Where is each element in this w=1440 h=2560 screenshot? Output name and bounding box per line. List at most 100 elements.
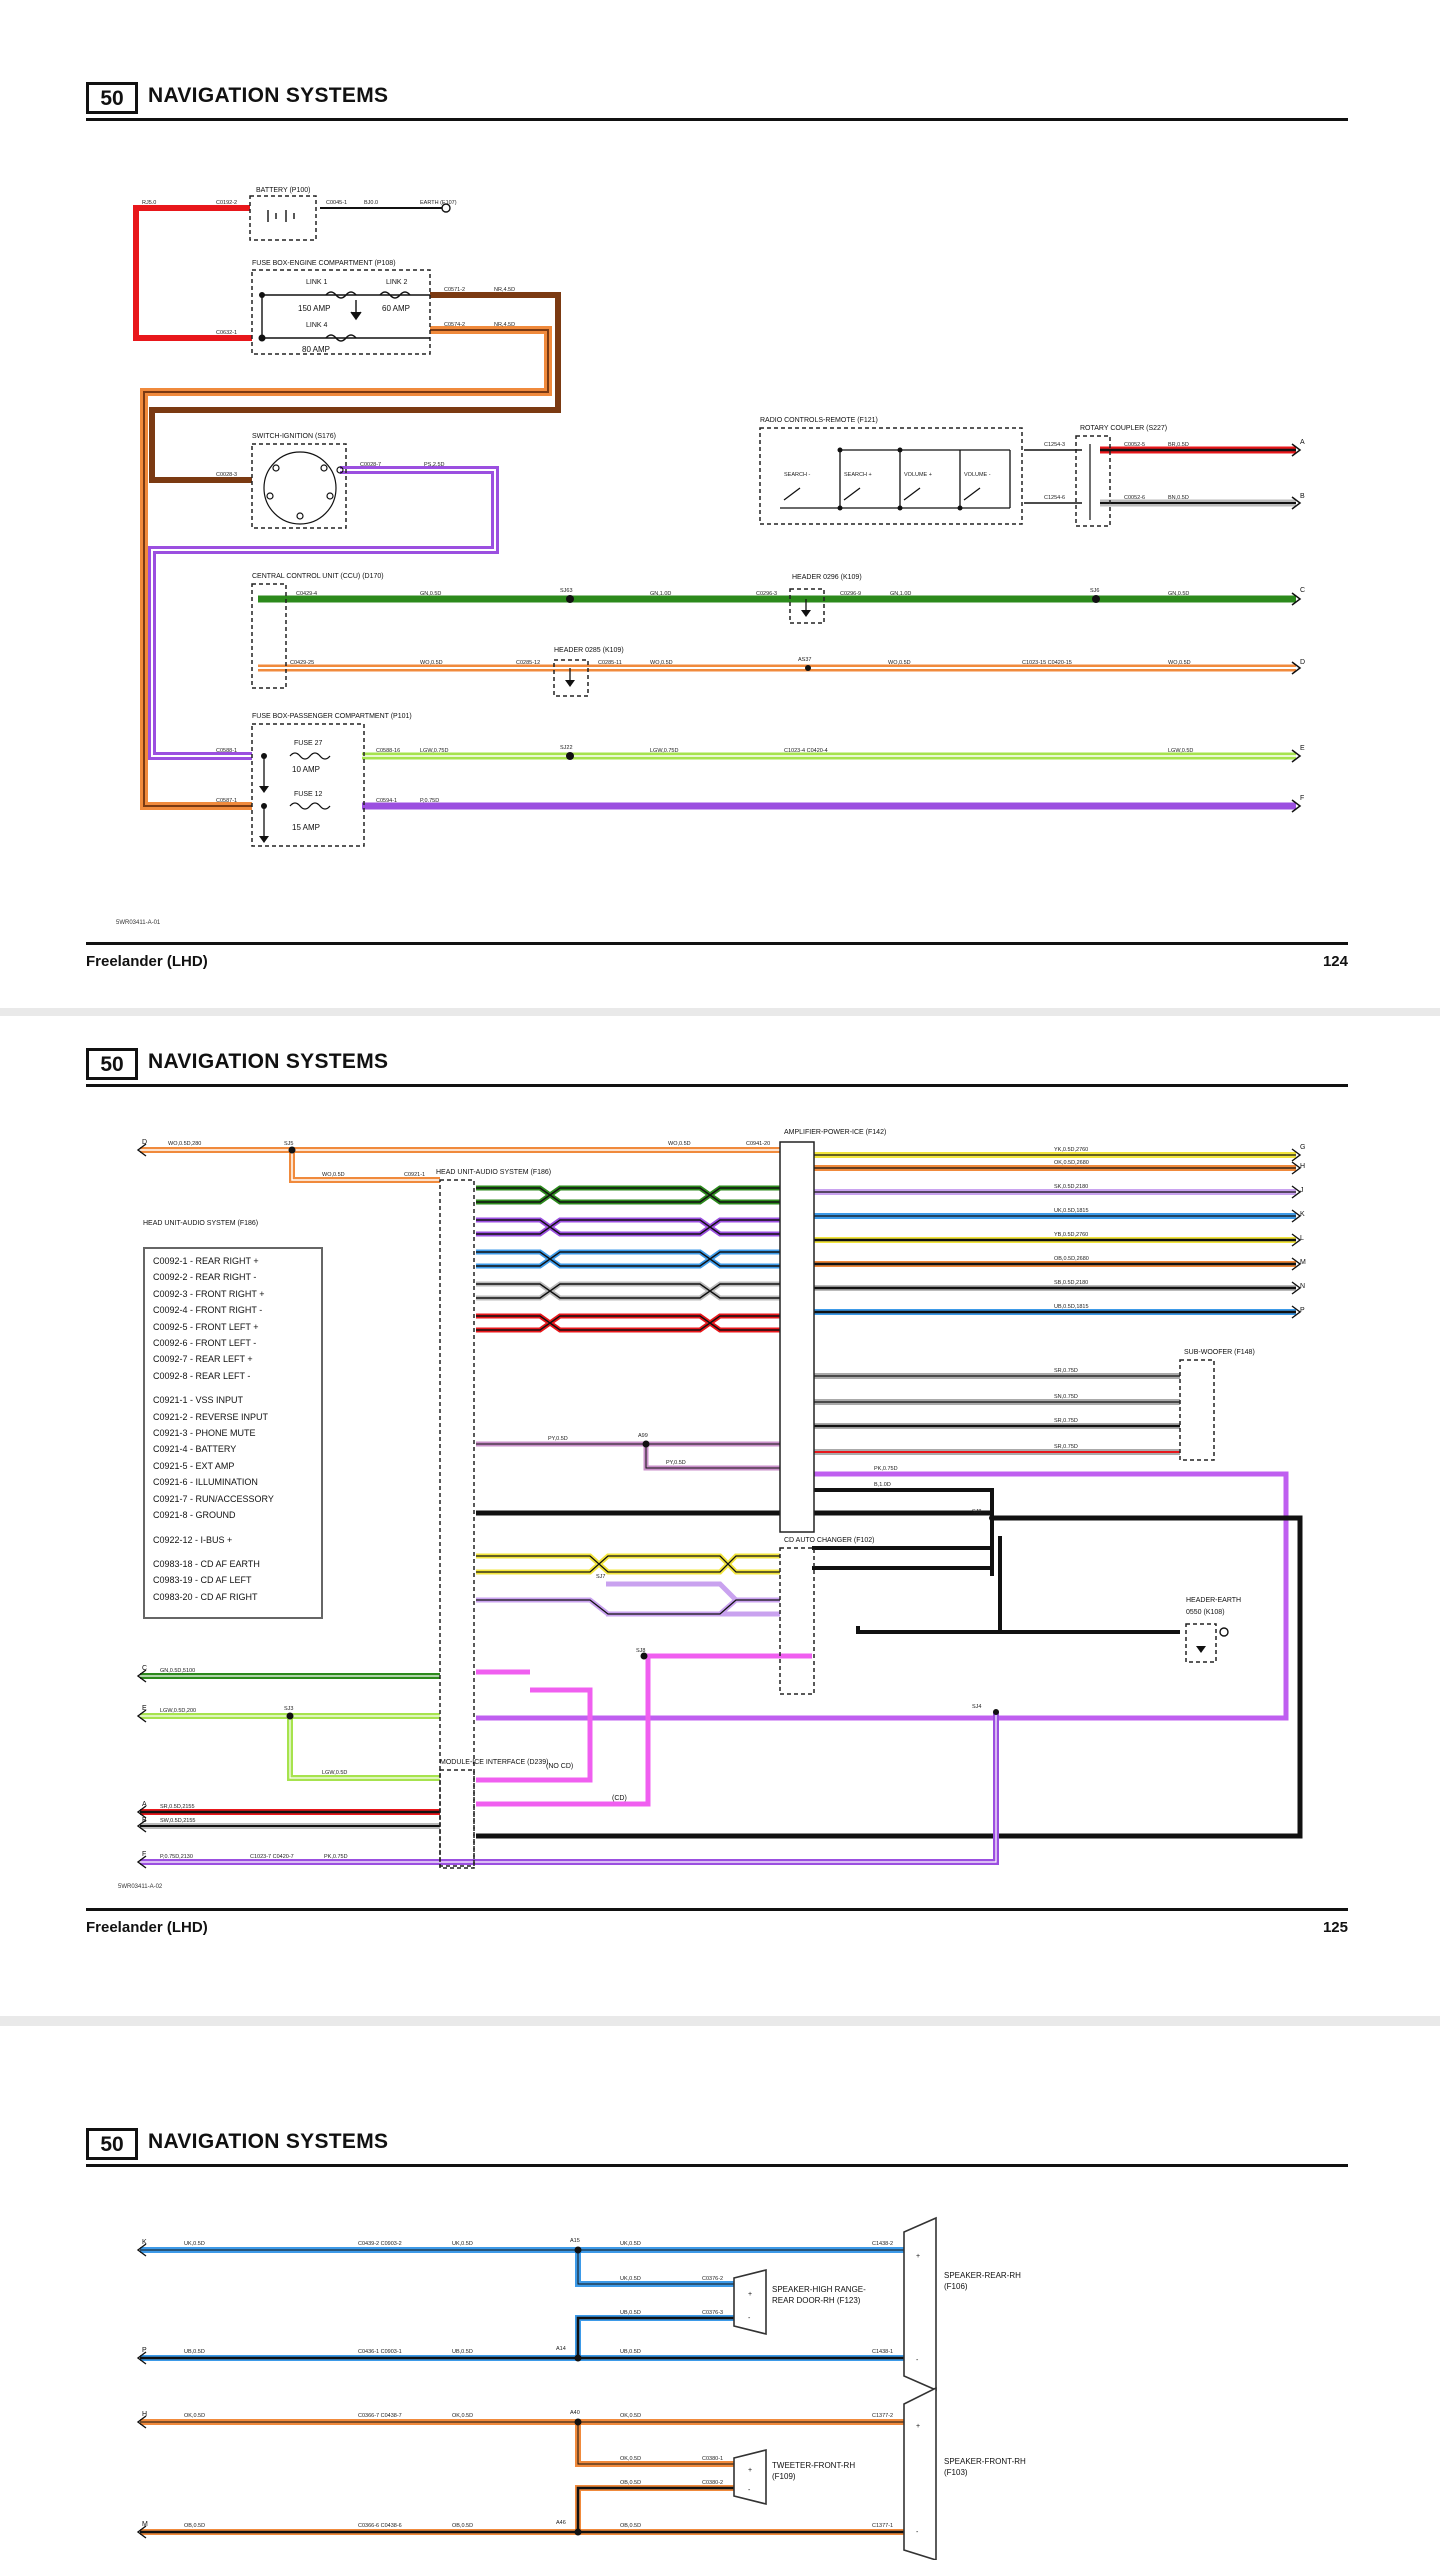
legend-item: C0092-7 - REAR LEFT + xyxy=(153,1354,253,1365)
ccu-label: CENTRAL CONTROL UNIT (CCU) (D170) xyxy=(252,573,384,580)
figure-id: 5WR03411-A-01 xyxy=(116,920,161,926)
svg-text:OK,0.5D,2680: OK,0.5D,2680 xyxy=(1054,1160,1089,1166)
battery-label: BATTERY (P100) xyxy=(256,187,310,194)
legend-item: C0921-7 - RUN/ACCESSORY xyxy=(153,1493,274,1504)
svg-text:OK,0.5D: OK,0.5D xyxy=(184,2413,205,2419)
rotary-box xyxy=(1075,435,1111,527)
battery-box xyxy=(249,195,317,241)
svg-text:C1023-7 C0420-7: C1023-7 C0420-7 xyxy=(250,1854,294,1860)
model-name: Freelander (LHD) xyxy=(86,953,208,970)
svg-text:LGW,0.75D: LGW,0.75D xyxy=(420,748,448,754)
svg-text:AMPLIFIER-POWER-ICE (F142): AMPLIFIER-POWER-ICE (F142) xyxy=(784,1129,886,1136)
svg-text:VOLUME -: VOLUME - xyxy=(964,472,991,478)
svg-text:FUSE 27: FUSE 27 xyxy=(294,740,323,747)
svg-text:UK,0.5D,1815: UK,0.5D,1815 xyxy=(1054,1208,1089,1214)
svg-text:C0296-3: C0296-3 xyxy=(756,591,777,597)
svg-text:YK,0.5D,2760: YK,0.5D,2760 xyxy=(1054,1147,1088,1153)
svg-text:FUSE 12: FUSE 12 xyxy=(294,791,323,798)
svg-text:A40: A40 xyxy=(570,2410,580,2416)
ccu-box xyxy=(251,583,287,689)
svg-text:A14: A14 xyxy=(556,2346,566,2352)
svg-text:K: K xyxy=(142,2239,147,2246)
svg-text:WO,0.5D: WO,0.5D xyxy=(1168,660,1191,666)
svg-text:C0045-1: C0045-1 xyxy=(326,200,347,206)
svg-text:SJ3: SJ3 xyxy=(284,1706,293,1712)
spk-rear-rh-label: SPEAKER-REAR-RH (F106) xyxy=(944,2271,1021,2291)
speaker-rear-rh-icon xyxy=(903,2216,937,2392)
svg-text:C1377-2: C1377-2 xyxy=(872,2413,893,2419)
legend-item: C0921-3 - PHONE MUTE xyxy=(153,1428,256,1439)
fuse-pass-label: FUSE BOX-PASSENGER COMPARTMENT (P101) xyxy=(252,713,412,720)
svg-text:-: - xyxy=(748,2315,751,2322)
svg-text:SJ22: SJ22 xyxy=(560,745,573,751)
legend-item: C0921-1 - VSS INPUT xyxy=(153,1395,244,1406)
svg-text:SJ5: SJ5 xyxy=(284,1141,293,1147)
svg-text:P: P xyxy=(142,2347,147,2354)
svg-text:P,0.75D,2130: P,0.75D,2130 xyxy=(160,1854,193,1860)
svg-text:WO,0.5D: WO,0.5D xyxy=(420,660,443,666)
svg-text:+: + xyxy=(748,2467,752,2474)
svg-text:LGW,0.5D,200: LGW,0.5D,200 xyxy=(160,1708,196,1714)
legend-item: C0092-8 - REAR LEFT - xyxy=(153,1370,251,1381)
svg-text:UB,0.5D: UB,0.5D xyxy=(184,2349,205,2355)
svg-text:OB,0.5D,2680: OB,0.5D,2680 xyxy=(1054,1256,1089,1262)
svg-text:C0285-12: C0285-12 xyxy=(516,660,540,666)
svg-text:WO,0.5D: WO,0.5D xyxy=(322,1172,345,1178)
radio-remote-label: RADIO CONTROLS-REMOTE (F121) xyxy=(760,417,878,424)
svg-text:WO,0.5D: WO,0.5D xyxy=(668,1141,691,1147)
svg-text:SJ7: SJ7 xyxy=(596,1574,605,1580)
svg-text:-: - xyxy=(916,2357,919,2364)
svg-text:150 AMP: 150 AMP xyxy=(298,304,330,313)
module-ice-box xyxy=(439,1769,475,1867)
svg-text:K: K xyxy=(1300,1211,1305,1218)
svg-text:C0594-1: C0594-1 xyxy=(376,798,397,804)
header-earth-box xyxy=(1185,1623,1217,1663)
svg-text:CD AUTO CHANGER (F102): CD AUTO CHANGER (F102) xyxy=(784,1537,875,1544)
legend-title: HEAD UNIT-AUDIO SYSTEM (F186) xyxy=(143,1220,259,1227)
svg-text:SJ6: SJ6 xyxy=(1090,588,1099,594)
svg-text:UK,0.5D: UK,0.5D xyxy=(184,2241,205,2247)
svg-text:UB,0.5D: UB,0.5D xyxy=(452,2349,473,2355)
svg-text:PK,0.75D: PK,0.75D xyxy=(324,1854,348,1860)
legend-item: C0983-19 - CD AF LEFT xyxy=(153,1575,252,1586)
svg-text:C1438-2: C1438-2 xyxy=(872,2241,893,2247)
svg-text:UK,0.5D: UK,0.5D xyxy=(620,2276,641,2282)
legend-item: C0092-6 - FRONT LEFT - xyxy=(153,1338,257,1349)
svg-text:10 AMP: 10 AMP xyxy=(292,765,320,774)
svg-text:C0587-1: C0587-1 xyxy=(216,798,237,804)
svg-text:C1254-6: C1254-6 xyxy=(1044,495,1065,501)
svg-text:LGW,0.75D: LGW,0.75D xyxy=(650,748,678,754)
legend-item: C0092-3 - FRONT RIGHT + xyxy=(153,1288,265,1299)
svg-text:LINK 2: LINK 2 xyxy=(386,279,408,286)
svg-text:F: F xyxy=(142,1851,146,1858)
wire-brown-orange xyxy=(140,326,552,810)
svg-text:BJ0.0: BJ0.0 xyxy=(364,200,378,206)
svg-text:WO,0.5D,280: WO,0.5D,280 xyxy=(168,1141,201,1147)
section-header: 50 NAVIGATION SYSTEMS xyxy=(86,1048,1348,1087)
fuse-engine-label: FUSE BOX-ENGINE COMPARTMENT (P108) xyxy=(252,260,396,267)
svg-text:P: P xyxy=(1300,1307,1305,1314)
svg-text:SEARCH +: SEARCH + xyxy=(844,472,872,478)
svg-text:YB,0.5D,2760: YB,0.5D,2760 xyxy=(1054,1232,1088,1238)
svg-text:RJ5.0: RJ5.0 xyxy=(142,200,156,206)
page-125: 50 NAVIGATION SYSTEMS xyxy=(0,1016,1440,2016)
section-header: 50 NAVIGATION SYSTEMS xyxy=(86,2128,1348,2167)
svg-text:LINK 4: LINK 4 xyxy=(306,322,328,329)
fuse-engine-box xyxy=(251,269,431,355)
page-number: 125 xyxy=(1322,1919,1348,1936)
subwoofer-box xyxy=(1179,1359,1215,1461)
legend-item: C0921-8 - GROUND xyxy=(153,1510,236,1521)
svg-text:PY,0.5D: PY,0.5D xyxy=(666,1460,686,1466)
svg-text:EARTH (E107): EARTH (E107) xyxy=(420,200,457,206)
amplifier-box xyxy=(779,1141,815,1533)
svg-text:SR,0.75D: SR,0.75D xyxy=(1054,1368,1078,1374)
spk-high-rear-label: SPEAKER-HIGH RANGE-REAR DOOR-RH (F123) xyxy=(772,2285,866,2305)
svg-text:+: + xyxy=(748,2291,752,2298)
svg-text:BN,0.5D: BN,0.5D xyxy=(1168,495,1189,501)
svg-text:BR,0.5D: BR,0.5D xyxy=(1168,442,1189,448)
section-number: 50 xyxy=(86,2128,138,2160)
svg-text:J: J xyxy=(1300,1187,1304,1194)
svg-text:E: E xyxy=(142,1705,147,1712)
section-title: NAVIGATION SYSTEMS xyxy=(148,1050,389,1073)
svg-text:GN,0.5D: GN,0.5D xyxy=(1168,591,1189,597)
